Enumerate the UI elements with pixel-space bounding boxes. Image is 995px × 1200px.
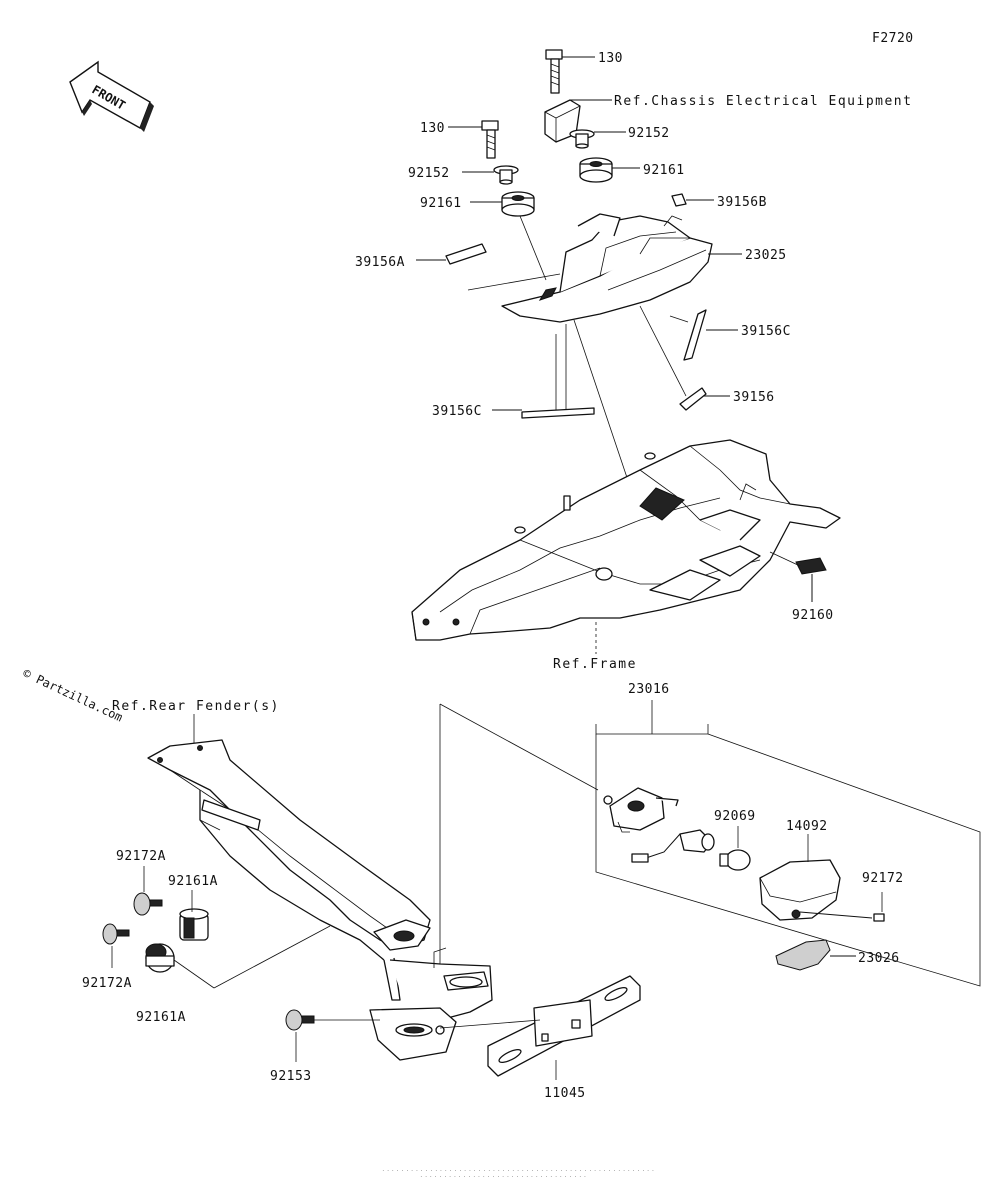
label-92161-right: 92161: [643, 163, 685, 178]
pad-92160: [795, 557, 827, 575]
label-39156A: 39156A: [355, 255, 405, 270]
svg-text:· · · · · · · · · · · · · · ·: · · · · · · · · · · · · · · · · · · · · …: [420, 1174, 586, 1179]
svg-text:· · · · · · · · · · · · · · ·: · · · · · · · · · · · · · · · · · · · · …: [382, 1168, 654, 1173]
label-39156B: 39156B: [717, 195, 767, 210]
grommet-92161-right: [579, 157, 613, 183]
bolt-92172A-top: [133, 892, 163, 916]
seat-cowl-23025: [501, 213, 713, 323]
front-arrow-icon: FRONT: [69, 60, 154, 132]
label-92172A-bottom: 92172A: [82, 976, 132, 991]
lamp-housing: [603, 787, 679, 833]
ref-frame: Ref.Frame: [553, 657, 637, 672]
rear-fender-bracket: [147, 739, 431, 1001]
label-39156C-right: 39156C: [741, 324, 791, 339]
bolt-92153: [285, 1009, 315, 1031]
label-92160: 92160: [792, 608, 834, 623]
plate-holder-11045: [487, 975, 641, 1077]
pad-39156C-left: [521, 407, 595, 419]
bolt-130-left: [481, 120, 499, 159]
bolt-130-top: [545, 49, 563, 94]
label-92152-right: 92152: [628, 126, 670, 141]
figure-code: F2720: [872, 31, 914, 46]
pad-39156A: [445, 243, 487, 265]
pad-39156: [679, 387, 707, 411]
label-92161A-bottom: 92161A: [136, 1010, 186, 1025]
pad-39156C-right: [683, 309, 707, 361]
label-92172: 92172: [862, 871, 904, 886]
label-92161A-top: 92161A: [168, 874, 218, 889]
lens-14092: [759, 859, 841, 921]
watermark: © Partzilla.com: [21, 666, 125, 724]
ref-chassis: Ref.Chassis Electrical Equipment: [614, 94, 912, 109]
label-14092: 14092: [786, 819, 828, 834]
grommet-92161-left: [501, 191, 535, 217]
label-23025: 23025: [745, 248, 787, 263]
label-39156: 39156: [733, 390, 775, 405]
bolt-92172A-bottom: [102, 923, 130, 945]
label-23016: 23016: [628, 682, 670, 697]
ref-rear-fender: Ref.Rear Fender(s): [112, 699, 280, 714]
label-11045: 11045: [544, 1086, 586, 1101]
pad-39156B: [671, 193, 687, 207]
label-92152-left: 92152: [408, 166, 450, 181]
grommet-92161A-top: [179, 908, 209, 941]
rear-frame: [411, 439, 841, 641]
screw-92172: [799, 911, 885, 922]
collar-92152-left: [493, 165, 519, 185]
bulb-92069: [719, 849, 751, 871]
label-92161-left: 92161: [420, 196, 462, 211]
reflector-23026: [775, 939, 831, 971]
label-39156C-left: 39156C: [432, 404, 482, 419]
label-92153: 92153: [270, 1069, 312, 1084]
label-92069: 92069: [714, 809, 756, 824]
label-23026: 23026: [858, 951, 900, 966]
collar-92152-right: [569, 129, 595, 149]
label-130-top: 130: [598, 51, 623, 66]
label-92172A-top: 92172A: [116, 849, 166, 864]
license-bracket: [369, 947, 493, 1061]
socket-wire: [631, 829, 715, 863]
label-130-left: 130: [420, 121, 445, 136]
grommet-92161A-bottom: [145, 943, 175, 973]
